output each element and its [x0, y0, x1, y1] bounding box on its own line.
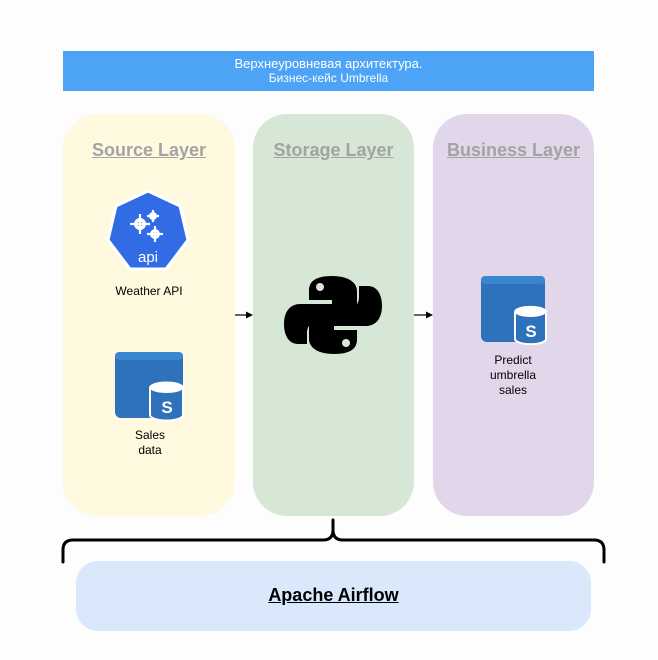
sales-data-label-line2: data [138, 443, 162, 457]
arrow-storage-to-business [414, 311, 433, 319]
predict-label-line2: umbrella [489, 368, 537, 382]
predict-label-line1: Predict [494, 353, 532, 367]
storage-layer-title: Storage Layer [273, 140, 394, 160]
business-layer-title: Business Layer [446, 140, 581, 160]
predict-label: Predict umbrella sales [473, 353, 553, 398]
header-subtitle: Бизнес-кейс Umbrella [268, 71, 389, 85]
source-layer-title: Source Layer [91, 140, 207, 160]
arrow-source-to-storage [235, 311, 253, 319]
sales-data-label: Sales data [110, 428, 190, 458]
airflow-panel: Apache Airflow [76, 561, 591, 631]
business-layer-panel: Business Layer [433, 114, 594, 516]
airflow-label: Apache Airflow [268, 585, 399, 605]
storage-layer-panel: Storage Layer [253, 114, 414, 516]
diagram-header: Верхнеуровневая архитектура. Бизнес-кейс… [63, 51, 594, 91]
source-layer-panel: Source Layer [63, 114, 235, 516]
airflow-brace [61, 518, 606, 564]
sales-data-label-line1: Sales [134, 428, 166, 442]
predict-label-line3: sales [498, 383, 527, 397]
weather-api-label: Weather API [115, 284, 183, 298]
header-title: Верхнеуровневая архитектура. [234, 56, 423, 71]
